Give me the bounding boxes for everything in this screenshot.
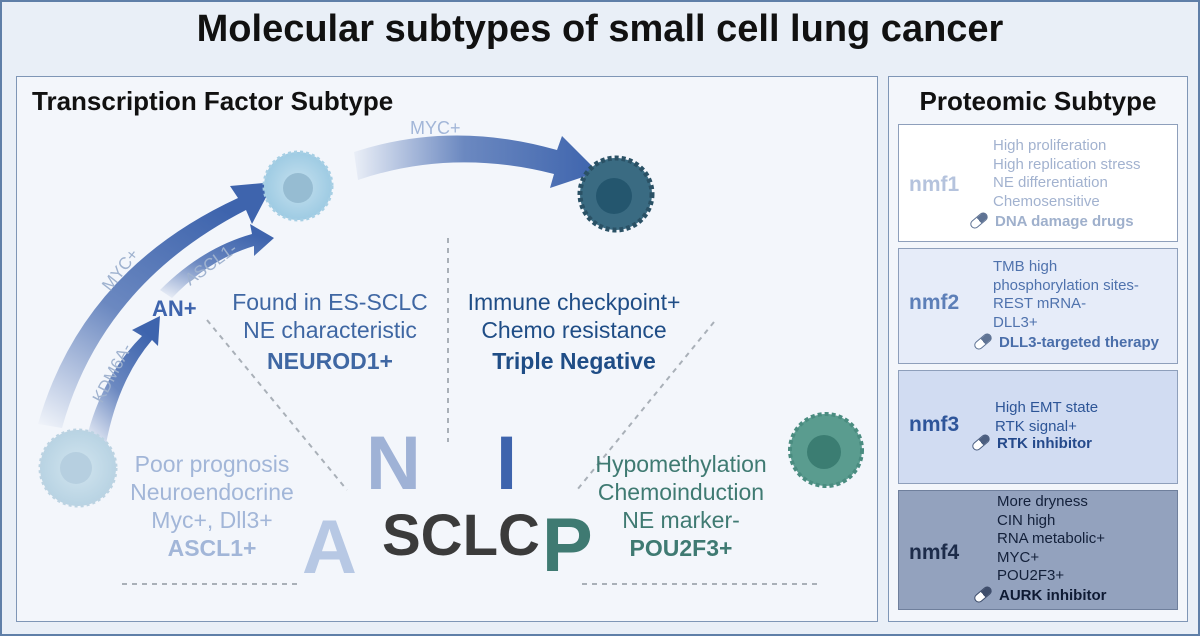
nmf3-label: nmf3 (909, 413, 960, 436)
nmf4-drug-row: AURK inhibitor (972, 584, 1107, 606)
ascl1-arrow-label: ASCL1- (181, 239, 240, 289)
neurod1-cell-icon (262, 150, 334, 222)
ascl1-line-1: Poor prognosis (134, 451, 290, 477)
neurod1-line-2: NE characteristic (243, 317, 417, 343)
pill-icon (970, 432, 992, 452)
myc-top-label: MYC+ (410, 118, 461, 138)
nmf1-label: nmf1 (909, 173, 960, 196)
nmf1-feature: Chemosensitive (993, 192, 1100, 210)
nmf2-feature: TMB high (993, 258, 1058, 275)
nmf4-feature: MYC+ (997, 548, 1040, 566)
nmf1-drug-row: DNA damage drugs (968, 210, 1134, 232)
neurod1-line-1: Found in ES-SCLC (232, 289, 428, 315)
inflamed-line-1: Immune checkpoint+ (467, 289, 681, 315)
ascl1-arrow (160, 224, 274, 298)
myc-top-arrow (354, 135, 598, 188)
inflamed-block: Immune checkpoint+ Chemo resistance Trip… (454, 288, 694, 375)
pou2f3-line-2: Chemoinduction (597, 479, 765, 505)
tf-panel-title: Transcription Factor Subtype (32, 86, 394, 116)
ascl1-cell-icon (38, 428, 118, 508)
myc-left-arrow (38, 182, 274, 428)
nmf3-box: nmf3 High EMT state RTK signal+ RTK inhi… (898, 370, 1178, 484)
ascl1-block: Poor prognosis Neuroendocrine Myc+, Dll3… (112, 450, 312, 562)
nmf2-feature: REST mRNA- (993, 295, 1087, 312)
pou2f3-line-1: Hypomethylation (595, 451, 767, 477)
pou2f3-line-3: NE marker- (622, 507, 740, 533)
nmf2-drug: DLL3-targeted therapy (999, 334, 1160, 351)
nmf2-feature: DLL3+ (993, 313, 1038, 331)
inflamed-name: Triple Negative (492, 348, 656, 374)
pou2f3-block: Hypomethylation Chemoinduction NE marker… (576, 450, 786, 562)
nmf2-feature: phosphorylation sites- (993, 276, 1139, 294)
ascl1-name: ASCL1+ (167, 535, 257, 561)
nmf2-features: TMB high phosphorylation sites- REST mRN… (993, 258, 1139, 332)
nmf1-feature: NE differentiation (993, 174, 1108, 191)
nmf3-features: High EMT state RTK signal+ (995, 399, 1098, 436)
nmf1-box: nmf1 High proliferation High replication… (898, 124, 1178, 242)
nmf1-feature: High replication stress (993, 155, 1141, 173)
nmf2-box: nmf2 TMB high phosphorylation sites- RES… (898, 248, 1178, 364)
pill-icon (972, 331, 994, 351)
nmf4-feature: POU2F3+ (997, 567, 1065, 584)
proteomic-panel-title: Proteomic Subtype (919, 86, 1157, 116)
nmf3-drug-row: RTK inhibitor (970, 432, 1092, 454)
divider-lines (122, 238, 822, 585)
letter-n: N (366, 421, 421, 506)
neurod1-block: Found in ES-SCLC NE characteristic NEURO… (214, 288, 446, 375)
nmf4-features: More dryness CIN high RNA metabolic+ MYC… (997, 493, 1105, 586)
nmf4-feature: RNA metabolic+ (997, 530, 1105, 547)
nmf4-feature: CIN high (997, 511, 1056, 529)
nmf2-drug-row: DLL3-targeted therapy (972, 331, 1160, 353)
ascl1-line-3: Myc+, Dll3+ (151, 507, 273, 533)
pill-icon (972, 584, 994, 604)
pou2f3-name: POU2F3+ (629, 535, 733, 561)
letter-a: A (302, 505, 357, 590)
nmf4-box: nmf4 More dryness CIN high RNA metabolic… (898, 490, 1178, 610)
nmf1-feature: High proliferation (993, 137, 1107, 154)
an-label: AN+ (152, 296, 197, 321)
nmf3-drug: RTK inhibitor (997, 435, 1092, 452)
kdm6a-arrow (86, 316, 160, 444)
nmf4-feature: More dryness (997, 493, 1088, 510)
nmf4-label: nmf4 (909, 541, 960, 564)
nmf4-drug: AURK inhibitor (999, 587, 1107, 604)
neurod1-name: NEUROD1+ (267, 348, 393, 374)
nmf2-label: nmf2 (909, 291, 960, 314)
letter-p: P (542, 503, 593, 588)
pill-icon (968, 210, 990, 230)
letter-i: I (496, 421, 518, 506)
nmf1-drug: DNA damage drugs (995, 213, 1134, 230)
nmf3-feature: RTK signal+ (995, 417, 1077, 435)
main-title: Molecular subtypes of small cell lung ca… (196, 8, 1004, 50)
nmf3-feature: High EMT state (995, 399, 1099, 416)
divider-right (576, 321, 715, 491)
ascl1-line-2: Neuroendocrine (130, 479, 294, 505)
pou2f3-cell-icon (788, 412, 864, 488)
divider-left (206, 319, 348, 491)
nmf1-features: High proliferation High replication stre… (993, 137, 1141, 211)
inflamed-line-2: Chemo resistance (481, 317, 667, 343)
sclc-center-label: SCLC (382, 503, 540, 568)
inflamed-cell-icon (577, 155, 655, 233)
